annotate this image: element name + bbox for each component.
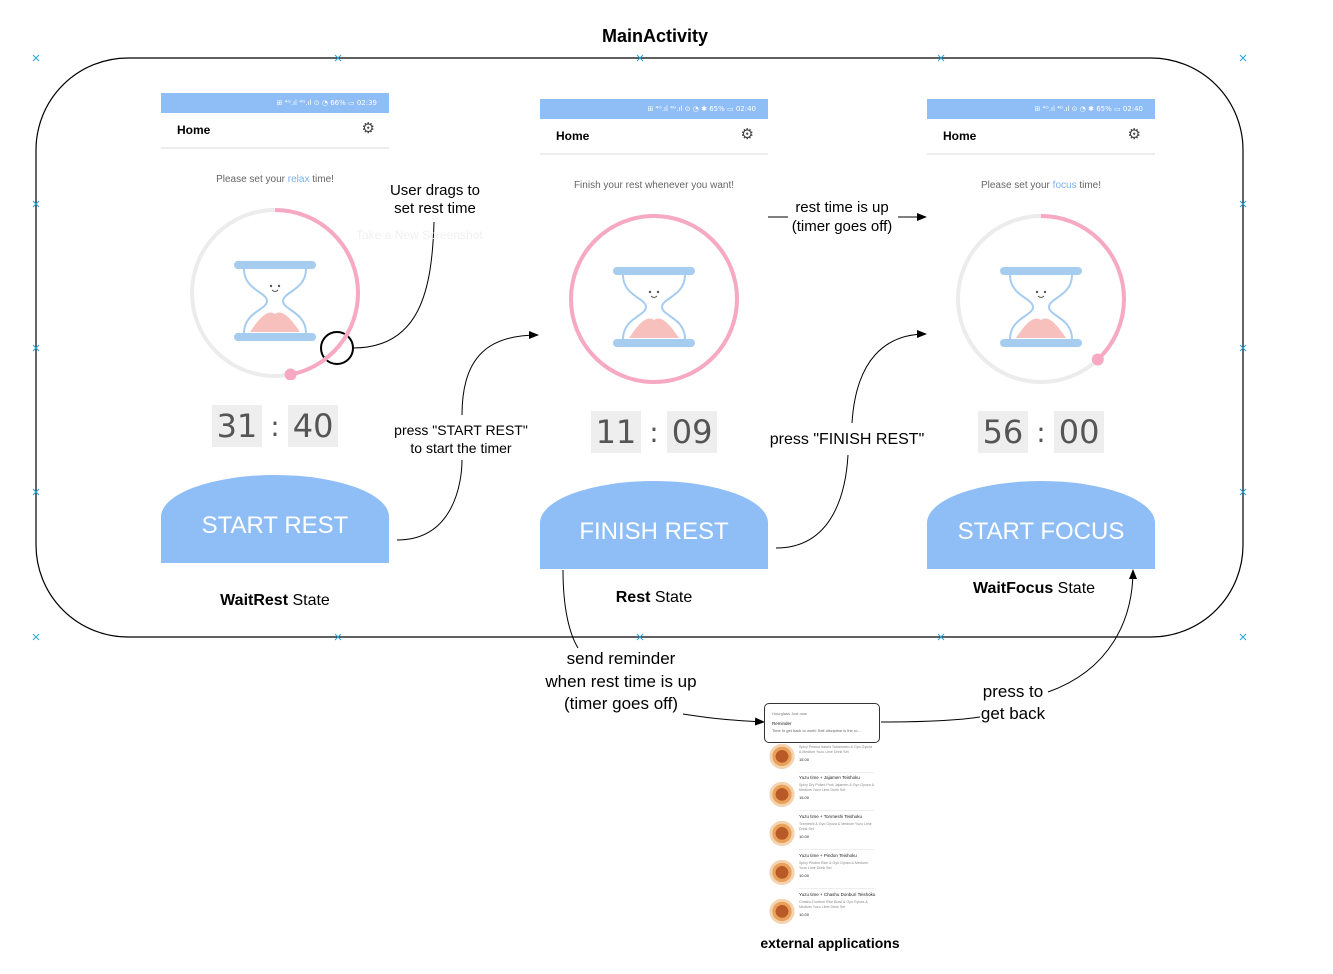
phone-rest: ⊞ ⁴ᴳ.ıl ⁴ᴳ.ıl ⊙ ◔ ✱ 65% ▭ 02:40 Home ⚙ F…: [540, 99, 768, 569]
seconds-box: 09: [666, 411, 718, 453]
prompt-before: Please set your: [216, 174, 288, 185]
minutes-box: 11: [590, 411, 642, 453]
hourglass-icon: [613, 267, 695, 347]
app-bar-title: Home: [943, 129, 977, 143]
external-applications-label: external applications: [760, 935, 900, 951]
finish-rest-button[interactable]: FINISH REST: [540, 481, 768, 569]
timer-display: 11:09: [540, 411, 768, 453]
status-bar: ⊞ ⁴ᴳ.ıl ⁴ᴳ.ıl ⊙ ◔ ✱ 65% ▭ 02:40: [927, 99, 1155, 119]
seconds-box: 00: [1053, 411, 1105, 453]
prompt-before: Please set your: [980, 180, 1053, 191]
diagram-title: MainActivity: [601, 26, 709, 46]
list-item[interactable]: Yuzu time + Jajamen Teishoku Spicy Dry P…: [768, 775, 876, 811]
dial-progress-arc: [569, 214, 739, 384]
hourglass-icon: [1000, 267, 1082, 347]
gear-icon[interactable]: ⚙: [361, 119, 375, 137]
app-bar: Home ⚙: [161, 113, 389, 149]
phone-waitrest: ⊞ ⁴ᴳ.ıl ⁴ᴳ.ıl ⊙ ◔ 66% ▭ 02:39 Home ⚙ Ple…: [161, 93, 389, 563]
prompt-after: time!: [309, 174, 334, 185]
note-start-rest: press "START REST"to start the timer: [394, 422, 528, 456]
timer-display: 56:00: [927, 411, 1155, 453]
timer-dial[interactable]: [954, 212, 1128, 386]
instruction-text: Please set your relax time!: [161, 174, 389, 185]
dial-progress-arc: [190, 208, 360, 378]
phone-waitfocus: ⊞ ⁴ᴳ.ıl ⁴ᴳ.ıl ⊙ ◔ ✱ 65% ▭ 02:40 Home ⚙ P…: [927, 99, 1155, 569]
timer-display: 31:40: [161, 405, 389, 447]
start-rest-button[interactable]: START REST: [161, 475, 389, 563]
list-item[interactable]: Yuzu time + Tonmeshi Teishoku Tonmeshi &…: [768, 814, 876, 850]
app-bar: Home ⚙: [540, 119, 768, 155]
gear-icon[interactable]: ⚙: [1127, 125, 1141, 143]
notification-app-name: Hourglass Just now: [772, 711, 807, 716]
notification-body: Time to get back to work! Self disciplin…: [772, 728, 861, 733]
seconds-box: 40: [287, 405, 339, 447]
prompt-after: time!: [1076, 180, 1102, 191]
list-item[interactable]: Yuzu time + Chashu Donburi Teishoku Chas…: [768, 892, 876, 928]
instruction-text: Finish your rest whenever you want!: [573, 180, 735, 191]
note-finish-rest: press "FINISH REST": [769, 431, 925, 448]
instruction-text: Please set your focus time!: [927, 180, 1155, 191]
notification-title: Reminder: [772, 721, 792, 726]
faded-screenshot-hint: Take a New Screenshot: [356, 228, 483, 242]
dial-drag-handle[interactable]: [1091, 353, 1104, 366]
food-image: [768, 818, 796, 846]
state-label-rest: Rest State: [615, 589, 693, 606]
app-bar-title: Home: [177, 123, 211, 137]
timer-dial[interactable]: [188, 206, 362, 380]
note-rest-time-up: rest time is up(timer goes off): [791, 199, 893, 235]
timer-dial: [569, 214, 739, 384]
gear-icon[interactable]: ⚙: [740, 125, 754, 143]
food-image: [768, 857, 796, 885]
food-image: [768, 741, 796, 769]
state-label-waitrest: WaitRest State: [220, 592, 330, 609]
prompt-highlight: focus: [1052, 180, 1077, 191]
food-image: [768, 896, 796, 924]
reminder-notification[interactable]: Hourglass Just now Reminder Time to get …: [764, 703, 880, 743]
hourglass-icon: [234, 261, 316, 341]
list-item[interactable]: Yuzu time + Pindon Teishoku Spicy Pindon…: [768, 853, 876, 889]
state-label-waitfocus: WaitFocus State: [972, 580, 1096, 597]
dial-drag-handle[interactable]: [284, 368, 297, 380]
app-bar-title: Home: [556, 129, 590, 143]
status-bar: ⊞ ⁴ᴳ.ıl ⁴ᴳ.ıl ⊙ ◔ 66% ▭ 02:39: [161, 93, 389, 113]
app-bar: Home ⚙: [927, 119, 1155, 155]
minutes-box: 31: [211, 405, 263, 447]
external-app-screenshot: Hourglass Just now Reminder Time to get …: [764, 703, 880, 929]
food-image: [768, 779, 796, 807]
prompt-highlight: relax: [287, 174, 310, 185]
status-bar: ⊞ ⁴ᴳ.ıl ⁴ᴳ.ıl ⊙ ◔ ✱ 65% ▭ 02:40: [540, 99, 768, 119]
minutes-box: 56: [977, 411, 1029, 453]
dial-progress-arc: [956, 214, 1126, 384]
start-focus-button[interactable]: START FOCUS: [927, 481, 1155, 569]
